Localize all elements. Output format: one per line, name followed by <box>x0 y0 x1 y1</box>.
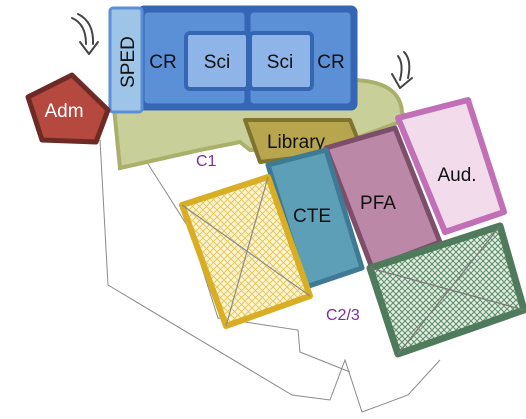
aud-label: Aud. <box>437 165 476 186</box>
admin-building <box>25 72 111 145</box>
future-building-gold-cross <box>181 176 311 327</box>
sci-left-label: Sci <box>204 52 230 73</box>
site-boundary <box>99 111 441 413</box>
zone-c23-label: C2/3 <box>326 307 360 324</box>
cte-label: CTE <box>293 206 331 227</box>
cr-left-label: CR <box>149 52 176 73</box>
sci-right-label: Sci <box>267 52 293 73</box>
sped-label: SPED <box>118 36 139 88</box>
zone-c1-label: C1 <box>196 153 217 170</box>
entrance-arrow-icon <box>71 13 99 55</box>
adm-label: Adm <box>44 101 83 122</box>
future-building-green-cross <box>369 225 525 355</box>
sped-room <box>108 6 144 114</box>
entrance-arrow-icon <box>391 51 413 89</box>
pfa-label: PFA <box>360 193 396 214</box>
auditorium <box>395 97 507 235</box>
sci-room-right <box>248 31 314 91</box>
cr-right-label: CR <box>317 52 344 73</box>
library-label: Library <box>267 132 326 153</box>
